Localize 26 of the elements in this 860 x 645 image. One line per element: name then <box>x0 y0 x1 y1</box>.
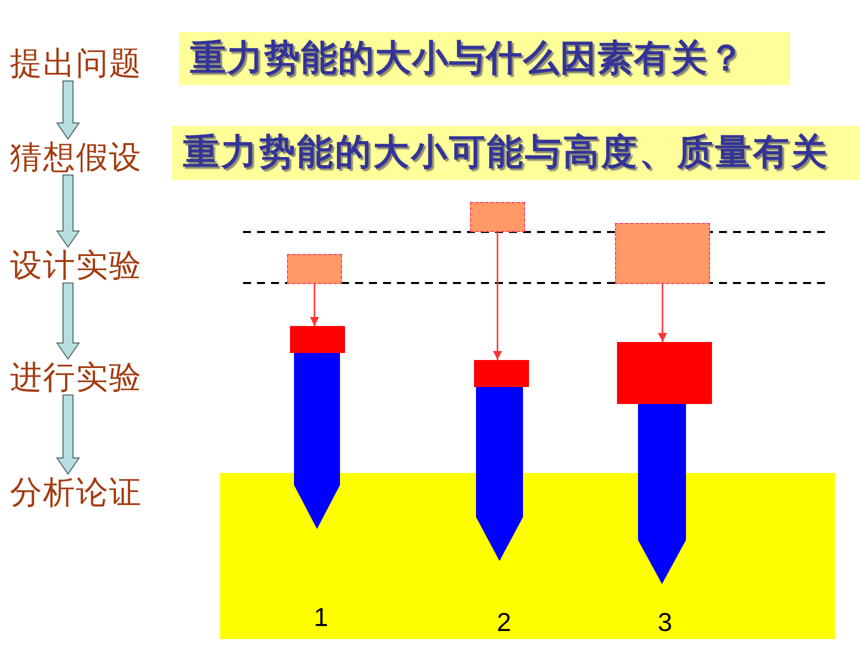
step-label: 提出问题 <box>10 45 144 81</box>
step-label: 猜想假设 <box>10 139 144 175</box>
stake-number: 2 <box>496 608 512 636</box>
stake-number: 1 <box>312 603 330 631</box>
flow-arrow <box>56 282 80 360</box>
arrow <box>310 284 319 326</box>
highlight-banner: 重力势能的大小与什么因素有关？ <box>179 32 790 85</box>
flow-arrow <box>56 80 80 140</box>
stake <box>638 404 686 584</box>
flow-arrow <box>56 394 80 475</box>
flow-arrow <box>56 174 80 248</box>
step-label: 分析论证 <box>10 474 144 510</box>
arrow <box>493 232 502 360</box>
raised-weight <box>470 202 525 232</box>
stake-number: 3 <box>656 608 674 636</box>
stake <box>476 387 523 561</box>
stake <box>294 353 340 529</box>
raised-weight <box>287 254 342 284</box>
step-label: 设计实验 <box>10 247 144 283</box>
landed-weight <box>474 360 529 387</box>
arrow <box>658 284 667 342</box>
step-label: 进行实验 <box>10 359 144 395</box>
landed-weight <box>290 326 345 353</box>
highlight-banner: 重力势能的大小可能与高度、质量有关 <box>172 126 860 180</box>
raised-weight <box>615 223 710 284</box>
landed-weight <box>617 342 712 404</box>
